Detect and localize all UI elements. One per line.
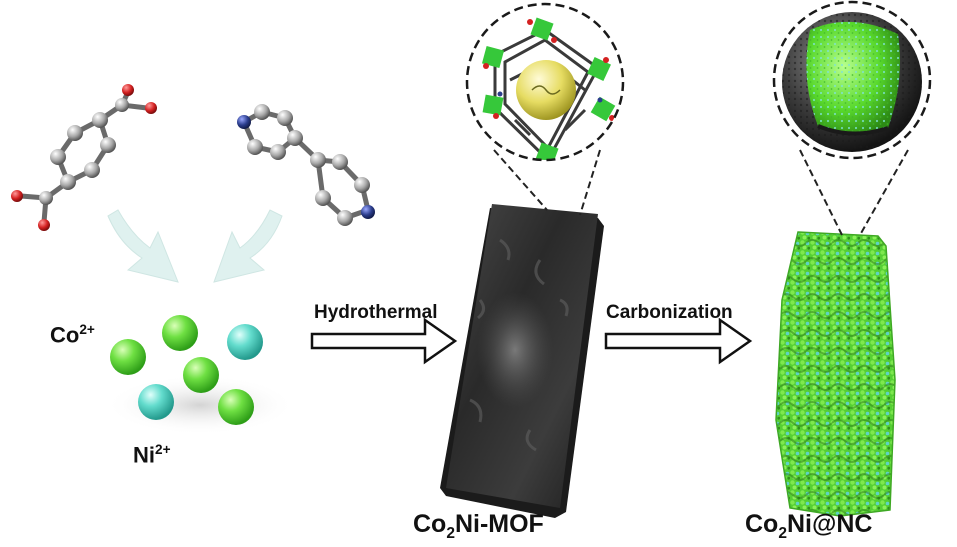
nc-product-label: Co2Ni@NC <box>745 510 872 543</box>
bipyridine-molecule <box>237 104 375 226</box>
metal-ion-spheres <box>105 315 295 435</box>
ni-ion-charge: 2+ <box>155 442 171 457</box>
terephthalic-acid-molecule <box>11 84 157 231</box>
hydrothermal-arrow <box>310 317 458 365</box>
ni-ion-symbol: Ni <box>133 442 155 468</box>
ni-ion-sphere <box>227 324 263 360</box>
mof-framework-zoom <box>465 2 625 216</box>
co-ion-label: Co2+ <box>50 322 95 348</box>
co-ion-charge: 2+ <box>79 322 95 337</box>
co-ion-symbol: Co <box>50 322 80 348</box>
co-ion-sphere <box>162 315 198 351</box>
mof-product-label: Co2Ni-MOF <box>413 510 544 543</box>
hydrothermal-label: Hydrothermal <box>314 302 438 323</box>
inflow-arrow-left <box>107 209 179 283</box>
carbonization-arrow <box>604 317 753 365</box>
mof-label-subscript: 2 <box>446 525 455 542</box>
mof-label-part: Ni-MOF <box>454 510 544 538</box>
inflow-arrow-right <box>213 209 283 283</box>
mof-label-part: Co <box>413 510 447 538</box>
nc-label-part: Ni@NC <box>786 510 873 538</box>
nc-label-subscript: 2 <box>778 525 787 542</box>
co-ion-sphere <box>218 389 254 425</box>
mof-plate <box>440 204 604 518</box>
co2ni-nc-column <box>775 231 896 517</box>
co-ion-sphere <box>110 339 146 375</box>
co-ion-sphere <box>183 357 219 393</box>
core-shell-particle-zoom <box>772 0 932 236</box>
ni-ion-label: Ni2+ <box>133 442 171 468</box>
nc-label-part: Co <box>745 510 779 538</box>
ni-ion-sphere <box>138 384 174 420</box>
carbonization-label: Carbonization <box>606 302 733 323</box>
